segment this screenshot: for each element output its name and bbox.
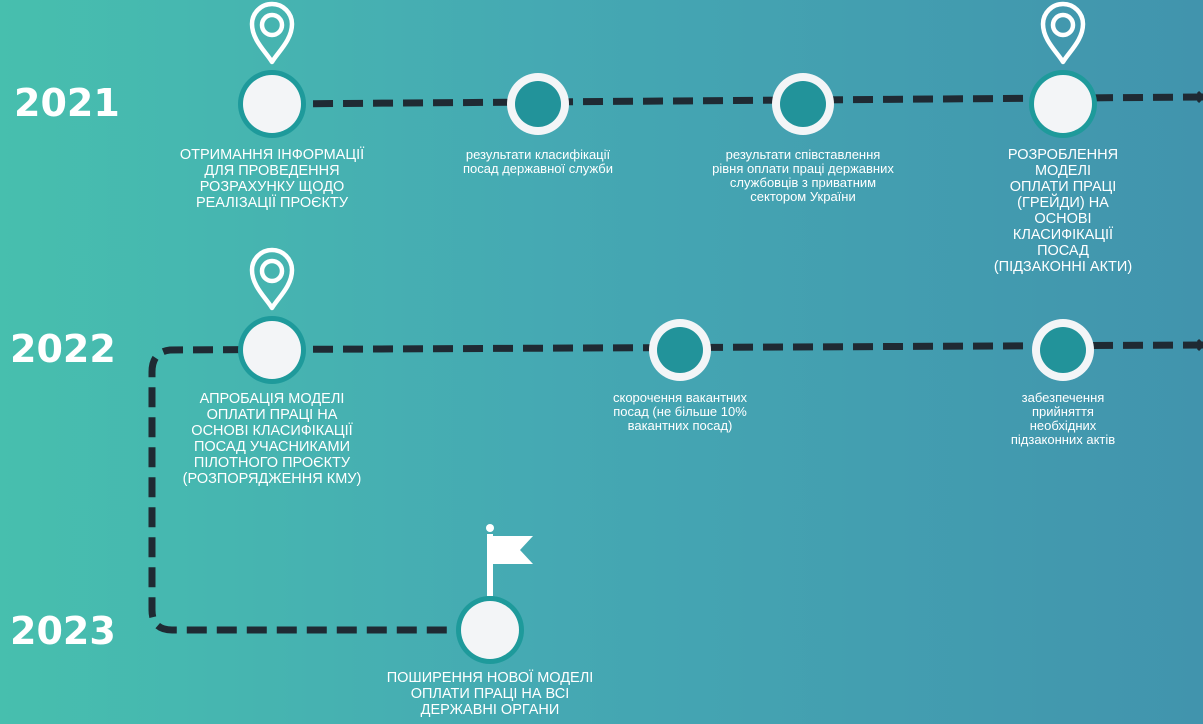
milestone-label-line: ПОСАД УЧАСНИКАМИ: [193, 439, 351, 455]
milestone-dot: [515, 81, 561, 127]
milestone-label-line: РОЗРОБЛЕННЯ МОДЕЛІ: [1007, 147, 1119, 179]
milestone-dot: [1040, 327, 1086, 373]
milestone-dot: [780, 81, 826, 127]
milestone-label-line: результати класифікації: [465, 147, 611, 162]
arrow-tip-icon: [1196, 90, 1203, 104]
milestone-label-line: ОСНОВІ КЛАСИФІКАЦІЇ: [191, 423, 353, 439]
pin-outline: [1040, 1, 1086, 65]
milestone-label-line: рівня оплати праці державних: [712, 161, 894, 176]
milestone-label-line: посад (не більше 10%: [613, 404, 747, 419]
pin-ring: [259, 258, 285, 284]
milestone-major: [461, 601, 519, 659]
milestone-label-line: ОПЛАТИ ПРАЦІ НА ВСІ: [410, 686, 570, 702]
location-pin-icon: [249, 1, 295, 65]
flag-knob: [486, 524, 494, 532]
milestone-label-line: АПРОБАЦІЯ МОДЕЛІ: [199, 391, 345, 407]
milestone-label-line: забезпечення прийняття: [1021, 390, 1105, 419]
flag-cloth: [493, 536, 533, 564]
milestone-label-line: РОЗРАХУНКУ ЩОДО: [199, 179, 345, 195]
milestone-label-line: ПОШИРЕННЯ НОВОЇ МОДЕЛІ: [386, 670, 594, 686]
milestone-label-line: сектором України: [750, 189, 856, 204]
milestone-dot: [657, 327, 703, 373]
milestone-label-line: необхідних підзаконних актів: [1010, 418, 1116, 447]
milestone-label-line: скорочення вакантних: [612, 390, 748, 405]
milestone-label-line: РЕАЛІЗАЦІЇ ПРОЄКТУ: [195, 195, 349, 211]
milestone-major: [243, 321, 301, 379]
milestone-label-line: ОПЛАТИ ПРАЦІ НА: [206, 407, 338, 423]
year-label: 2022: [10, 327, 116, 371]
location-pin-icon: [249, 247, 295, 311]
milestone-label-line: службовців з приватним: [729, 175, 877, 190]
milestone-major: [1034, 75, 1092, 133]
milestone-label-line: ПОСАД (ПІДЗАКОННІ АКТИ): [993, 243, 1133, 275]
milestone-label-line: ДЕРЖАВНІ ОРГАНИ: [420, 702, 560, 718]
milestone-label-line: результати співставлення: [725, 147, 881, 162]
milestone-label-line: (РОЗПОРЯДЖЕННЯ КМУ): [182, 471, 362, 487]
milestone-label-line: ДЛЯ ПРОВЕДЕННЯ: [204, 163, 340, 179]
milestone-label-line: вакантних посад): [627, 418, 733, 433]
year-label: 2023: [10, 609, 116, 653]
milestone-major: [243, 75, 301, 133]
pin-ring: [259, 12, 285, 38]
flag-icon: [486, 524, 533, 596]
milestone-label-line: ОСНОВІ КЛАСИФІКАЦІЇ: [1012, 211, 1114, 243]
flag-pole: [487, 534, 493, 596]
milestone-label-line: ПІЛОТНОГО ПРОЄКТУ: [193, 455, 351, 471]
milestone-label-line: ОТРИМАННЯ ІНФОРМАЦІЇ: [179, 147, 365, 163]
year-label: 2021: [14, 81, 120, 125]
pin-outline: [249, 1, 295, 65]
milestone-label-line: посад державної служби: [463, 161, 613, 176]
pin-outline: [249, 247, 295, 311]
location-pin-icon: [1040, 1, 1086, 65]
pin-ring: [1050, 12, 1076, 38]
milestone-label-line: ОПЛАТИ ПРАЦІ (ГРЕЙДИ) НА: [1009, 179, 1117, 211]
arrow-tip-icon: [1196, 338, 1203, 352]
